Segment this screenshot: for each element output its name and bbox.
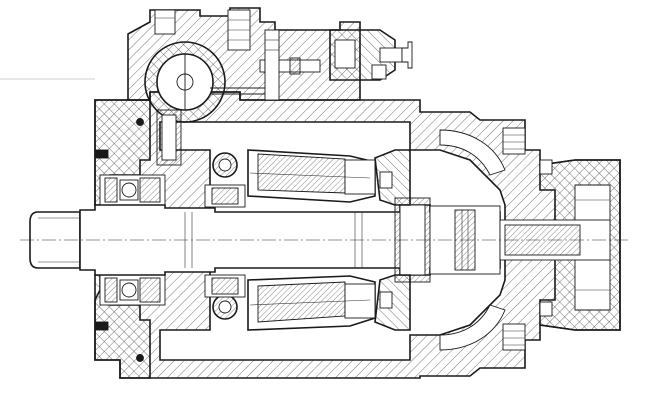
cylinder-block [374, 149, 411, 331]
front-bearing-lower [99, 274, 166, 306]
drive-shaft [20, 197, 630, 283]
piston-upper [247, 149, 376, 203]
piston-lower [247, 275, 376, 331]
control-valve-block [127, 7, 361, 166]
pilot-valve [329, 29, 413, 81]
cradle-bearing-upper [204, 152, 246, 208]
cradle-bearing-lower [204, 274, 246, 320]
front-bearing-upper [99, 174, 166, 206]
